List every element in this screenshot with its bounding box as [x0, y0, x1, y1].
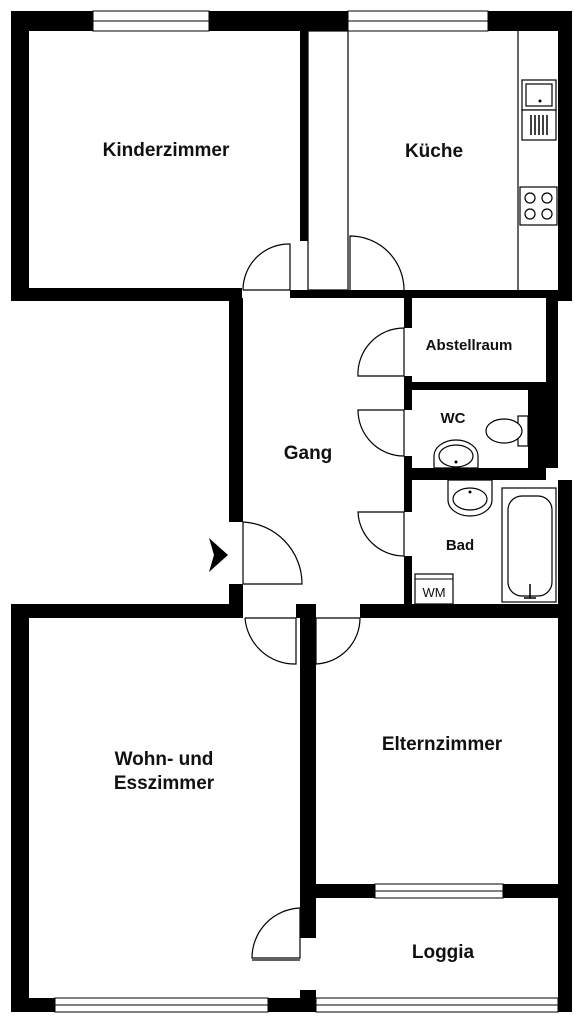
kitchen-pantry-unit — [307, 30, 349, 291]
washing-machine-label: WM — [422, 585, 445, 600]
washing-machine-icon: WM — [414, 573, 454, 605]
door-wohnzimmer — [244, 617, 297, 665]
toilet-icon — [485, 415, 529, 447]
room-label-loggia: Loggia — [412, 942, 475, 963]
door-bad — [357, 511, 405, 557]
windows — [54, 10, 559, 1013]
room-label-bad: Bad — [446, 537, 474, 554]
door-wc — [357, 409, 405, 457]
room-label-wohn-line2: Esszimmer — [114, 773, 215, 794]
room-label-elternzimmer: Elternzimmer — [382, 734, 503, 755]
door-kueche — [349, 235, 405, 291]
bad-basin-icon — [447, 479, 493, 517]
room-label-wc: WC — [441, 410, 466, 427]
entrance-arrow-icon — [209, 538, 228, 572]
room-label-wohn-line1: Wohn- und — [115, 749, 214, 770]
room-label-abstellraum: Abstellraum — [426, 337, 513, 354]
room-label-kueche: Küche — [405, 141, 463, 162]
room-labels: Kinderzimmer Küche Abstellraum WC Gang B… — [103, 140, 513, 963]
doors — [242, 235, 405, 961]
room-label-kinderzimmer: Kinderzimmer — [103, 140, 230, 161]
sanitary-fixtures: WM — [414, 415, 557, 605]
door-loggia — [251, 907, 301, 959]
door-elternzimmer — [315, 617, 361, 665]
room-label-gang: Gang — [284, 443, 333, 464]
door-kinderzimmer — [242, 243, 291, 291]
door-entrance — [242, 521, 303, 585]
kitchen-fixtures — [307, 30, 558, 291]
stove-icon — [519, 186, 558, 226]
walls — [11, 11, 572, 1012]
door-abstellraum — [357, 327, 405, 377]
bathtub-icon — [501, 487, 557, 603]
wc-basin-icon — [433, 439, 479, 469]
